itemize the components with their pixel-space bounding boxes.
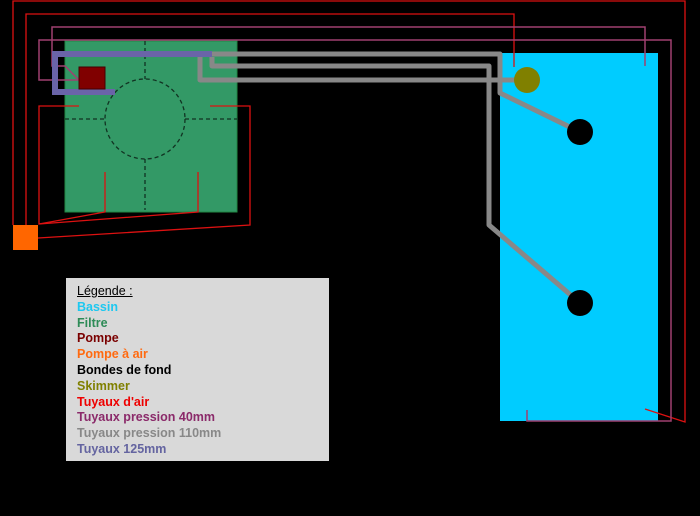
basin (500, 53, 658, 421)
legend-item: Tuyaux 125mm (77, 441, 167, 456)
pipe-125mm (52, 51, 212, 95)
legend-item: Tuyaux pression 110mm (77, 426, 222, 441)
legend-item: Bondes de fond (77, 362, 172, 377)
legend-title: Légende : (77, 284, 133, 298)
legend-item: Skimmer (77, 378, 130, 393)
legend-item: Pompe à air (77, 347, 148, 362)
legend-item: Pompe (77, 331, 119, 346)
pump (78, 66, 106, 90)
pressure-pipes-40mm (38, 26, 672, 422)
skimmer (514, 67, 540, 93)
bottom-drain (567, 290, 593, 316)
legend-item: Tuyaux d'air (77, 394, 150, 409)
legend-item: Bassin (77, 299, 118, 314)
legend-item: Tuyaux pression 40mm (77, 410, 216, 425)
bottom-drain (567, 119, 593, 145)
legend-item: Filtre (77, 315, 108, 330)
pressure-pipes-110mm (197, 51, 582, 305)
air-pump (13, 225, 38, 250)
